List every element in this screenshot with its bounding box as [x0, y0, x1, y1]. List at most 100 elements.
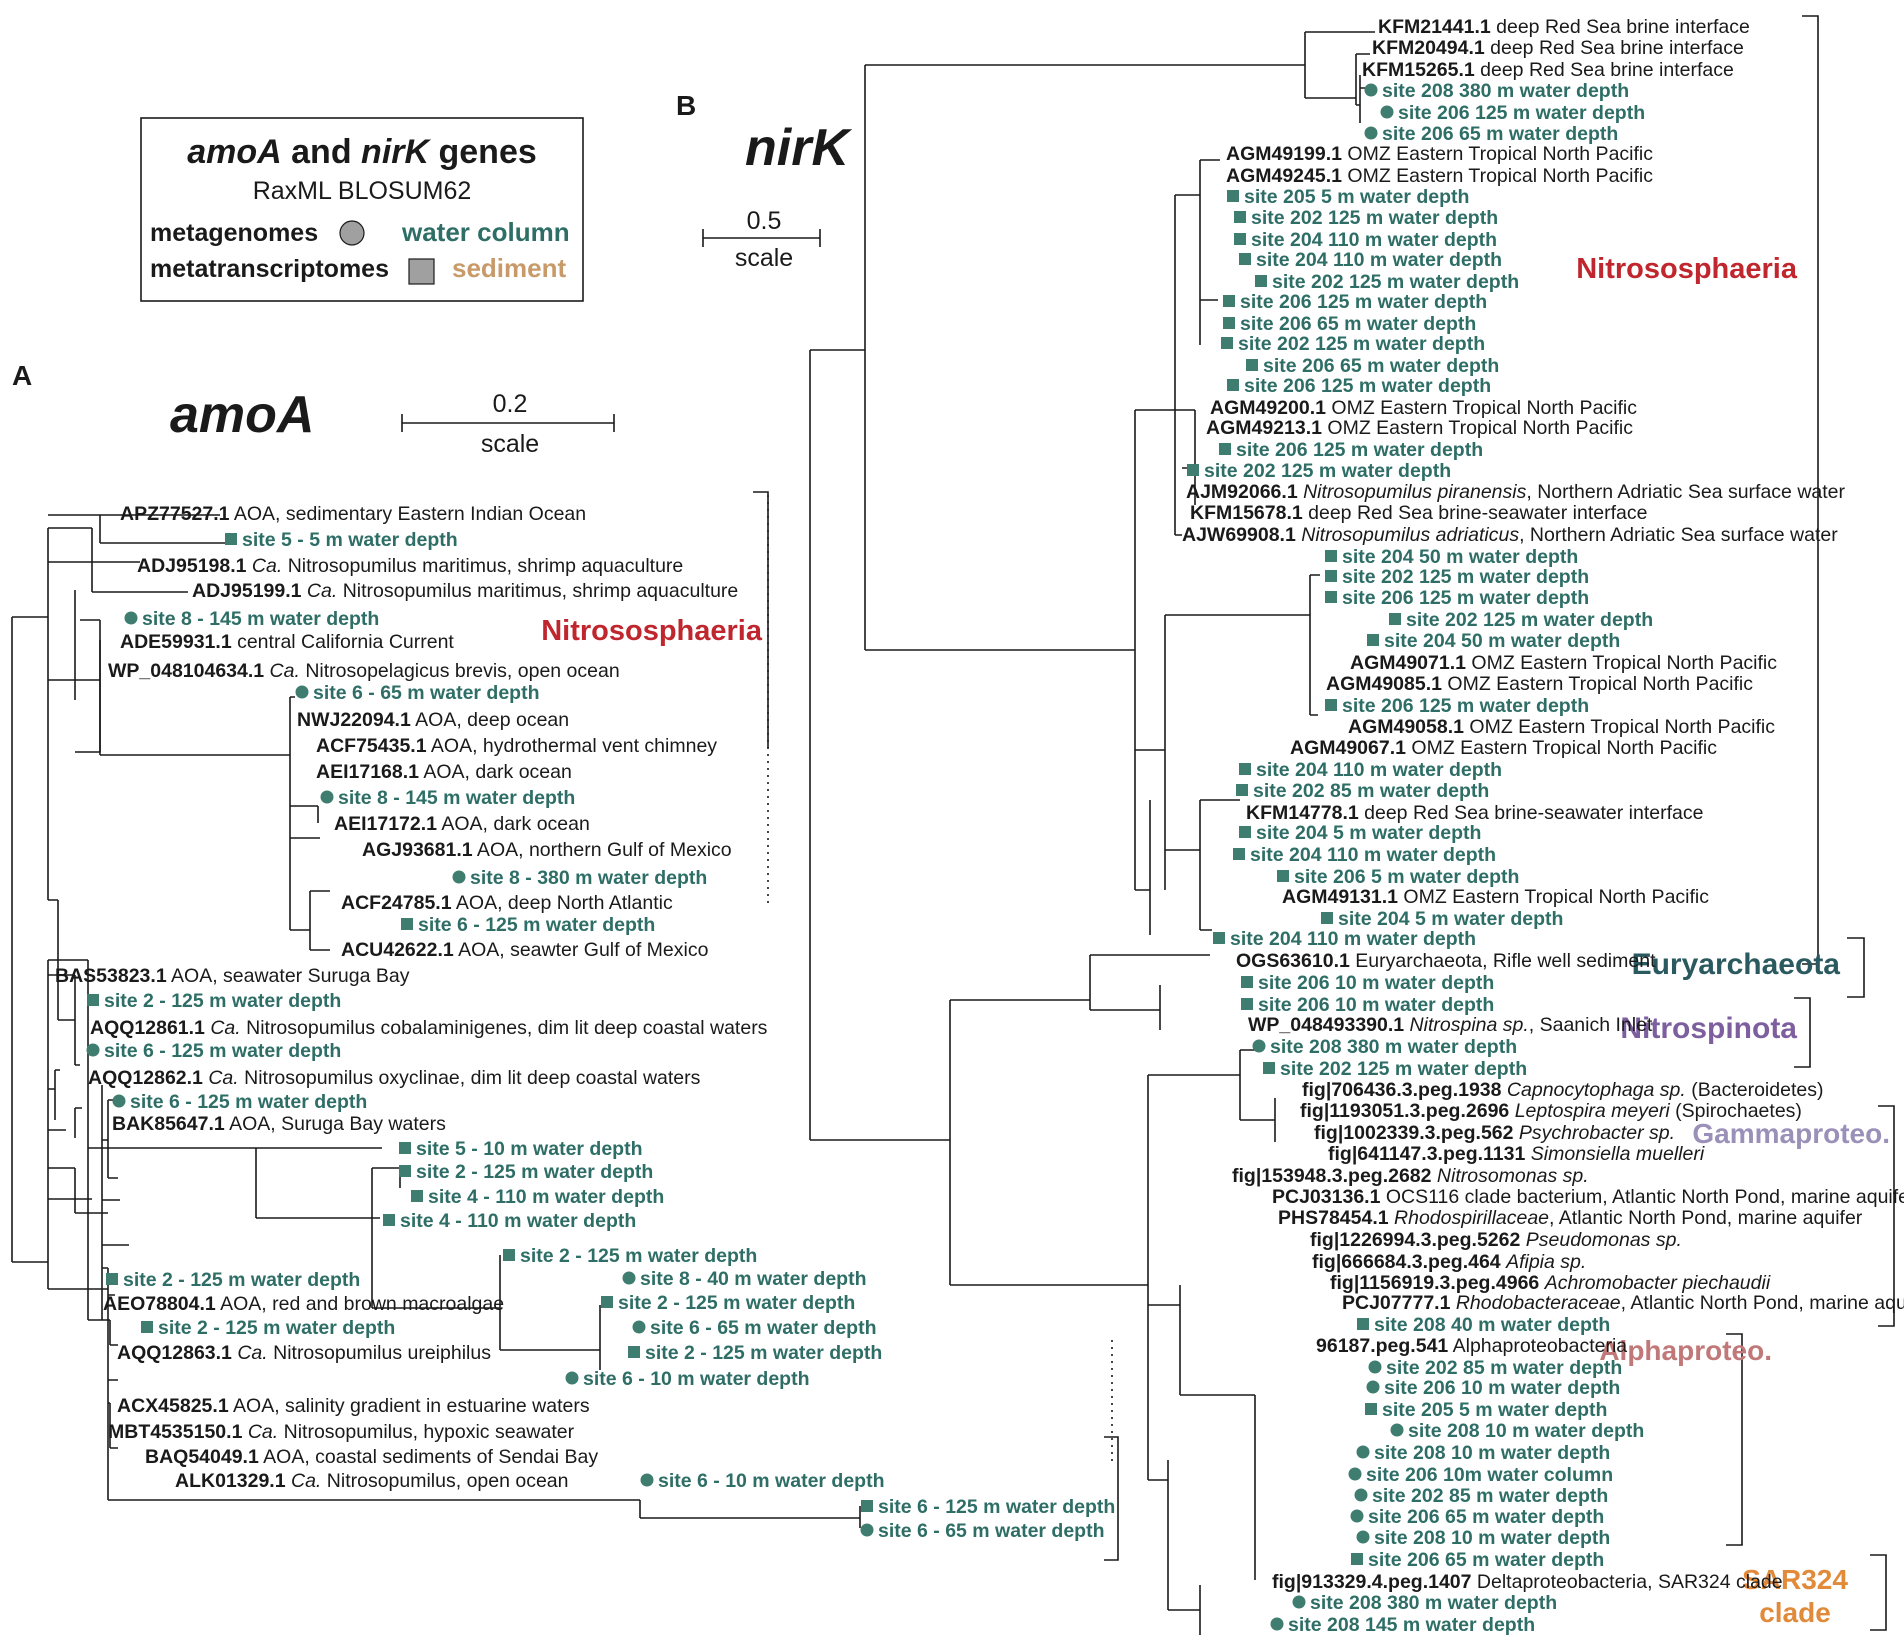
panel-b-leaf-50-accession: fig|706436.3.peg.1938	[1302, 1079, 1502, 1101]
panel-a-leaf-14: site 8 - 380 m water depth	[470, 867, 707, 889]
panel-b-leaf-67-circle-icon	[1356, 1445, 1370, 1459]
panel-b-leaf-0: KFM21441.1 deep Red Sea brine interface	[1378, 16, 1750, 38]
panel-a-leaf-2-desc-1: Ca.	[252, 555, 282, 577]
legend-box	[140, 117, 584, 302]
panel-b-leaf-60-accession: PCJ07777.1	[1342, 1292, 1451, 1314]
panel-b-leaf-41-accession: AGM49131.1	[1282, 886, 1398, 908]
panel-a-leaf-28: site 4 - 110 m water depth	[400, 1210, 636, 1232]
panel-a-leaf-6-desc-1: Ca.	[270, 660, 300, 682]
panel-b-leaf-51-accession: fig|1193051.3.peg.2696	[1300, 1100, 1509, 1122]
panel-a-leaf-43: site 6 - 10 m water depth	[658, 1470, 885, 1492]
panel-b-leaf-19-accession: AGM49213.1	[1206, 417, 1322, 439]
panel-b-leaf-33-accession: AGM49058.1	[1348, 716, 1464, 738]
panel-a-leaf-3-desc-1: Ca.	[307, 580, 337, 602]
panel-b-leaf-17-square-icon	[1227, 379, 1239, 391]
panel-b-leaf-30: AGM49071.1 OMZ Eastern Tropical North Pa…	[1350, 652, 1777, 674]
panel-a-tree: Nitrososphaeria APZ77527.1 AOA, sediment…	[11, 491, 1115, 1542]
panel-b-leaf-28: site 202 125 m water depth	[1406, 609, 1653, 631]
panel-b-tree: Nitrososphaeria Euryarchaeota Nitrospino…	[809, 15, 1904, 1636]
panel-b-leaf-44-desc-0: Euryarchaeota, Rifle well sediment	[1350, 950, 1656, 972]
panel-a-leaf-35: site 2 - 125 m water depth	[618, 1292, 855, 1314]
panel-b-leaf-56-desc-1: Rhodospirillaceae	[1394, 1207, 1549, 1229]
panel-a-leaf-44-square-icon	[861, 1500, 873, 1512]
panel-b-leaf-53-desc-1: Simonsiella muelleri	[1531, 1143, 1705, 1165]
panel-b-bracket-nitrospinota	[1794, 997, 1811, 1068]
panel-a-leaf-39-desc-0: AOA, salinity gradient in estuarine wate…	[229, 1395, 590, 1417]
panel-b-leaf-20-square-icon	[1219, 443, 1231, 455]
panel-b-leaf-18-accession: AGM49200.1	[1210, 397, 1326, 419]
panel-b-leaf-63: site 202 85 m water depth	[1386, 1357, 1622, 1379]
panel-b-leaf-47: WP_048493390.1 Nitrospina sp., Saanich I…	[1248, 1014, 1653, 1036]
panel-b-leaf-11-square-icon	[1239, 253, 1251, 265]
legend-title-amoA: amoA	[187, 133, 281, 171]
panel-b-leaf-24: AJW69908.1 Nitrosopumilus adriaticus, No…	[1182, 524, 1838, 546]
panel-a-leaf-17-desc-0: AOA, seawter Gulf of Mexico	[454, 939, 709, 961]
panel-b-leaf-8-square-icon	[1227, 190, 1239, 202]
panel-b-leaf-33-desc-0: OMZ Eastern Tropical North Pacific	[1464, 716, 1775, 738]
panel-b-leaf-0-accession: KFM21441.1	[1378, 16, 1491, 38]
panel-b-leaf-69: site 202 85 m water depth	[1372, 1485, 1608, 1507]
panel-a-leaf-37: AQQ12863.1 Ca. Nitrosopumilus ureiphilus	[117, 1342, 491, 1364]
panel-a-leaf-12-accession: AEI17172.1	[334, 813, 437, 835]
panel-b-leaf-36-square-icon	[1236, 784, 1248, 796]
panel-b-leaf-5-circle-icon	[1364, 126, 1378, 140]
panel-a-leaf-1-square-icon	[225, 533, 237, 545]
panel-b-leaf-34: AGM49067.1 OMZ Eastern Tropical North Pa…	[1290, 737, 1717, 759]
panel-a-leaf-18: BAS53823.1 AOA, seawater Suruga Bay	[55, 965, 410, 987]
panel-b-leaf-42: site 204 5 m water depth	[1338, 908, 1563, 930]
panel-b-clade-euryarchaeota: Euryarchaeota	[1632, 948, 1841, 981]
panel-b-leaf-66: site 208 10 m water depth	[1408, 1420, 1644, 1442]
panel-b-leaf-16-square-icon	[1246, 359, 1258, 371]
panel-b-leaf-31-accession: AGM49085.1	[1326, 673, 1442, 695]
panel-b-leaf-29-square-icon	[1367, 634, 1379, 646]
panel-a-leaf-15-accession: ACF24785.1	[341, 892, 452, 914]
panel-b-leaf-35: site 204 110 m water depth	[1256, 759, 1502, 781]
panel-a-leaf-34: site 6 - 65 m water depth	[650, 1317, 877, 1339]
panel-a-leaf-27-square-icon	[411, 1190, 423, 1202]
panel-b-leaf-24-accession: AJW69908.1	[1182, 524, 1296, 546]
panel-b-leaf-37: KFM14778.1 deep Red Sea brine-seawater i…	[1246, 802, 1703, 824]
panel-b-header: B nirK 0.5 scale	[676, 90, 852, 272]
panel-b-leaf-0-desc-0: deep Red Sea brine interface	[1491, 16, 1750, 38]
panel-a-leaf-30-square-icon	[106, 1273, 118, 1285]
panel-a-leaf-36-square-icon	[628, 1346, 640, 1358]
panel-a-leaf-22-desc-1: Ca.	[208, 1067, 238, 1089]
panel-b-leaf-27: site 206 125 m water depth	[1342, 587, 1589, 609]
panel-b-leaf-68-circle-icon	[1348, 1467, 1362, 1481]
panel-b-leaf-45: site 206 10 m water depth	[1258, 972, 1494, 994]
panel-a-leaf-3: ADJ95199.1 Ca. Nitrosopumilus maritimus,…	[192, 580, 738, 602]
panel-a-leaf-2-accession: ADJ95198.1	[137, 555, 247, 577]
panel-b-leaf-57: fig|1226994.3.peg.5262 Pseudomonas sp.	[1310, 1229, 1682, 1251]
panel-b-leaf-62-accession: 96187.peg.541	[1316, 1335, 1448, 1357]
panel-b-leaf-18: AGM49200.1 OMZ Eastern Tropical North Pa…	[1210, 397, 1637, 419]
panel-a-leaf-44: site 6 - 125 m water depth	[878, 1496, 1115, 1518]
panel-b-leaf-3: site 208 380 m water depth	[1382, 80, 1629, 102]
panel-b-leaf-10-square-icon	[1234, 233, 1246, 245]
panel-b-leaf-22-desc-2: , Northern Adriatic Sea surface water	[1526, 481, 1845, 503]
panel-a-subclade-branches	[48, 514, 601, 1370]
panel-b-leaf-59-desc-1: Achromobacter piechaudii	[1544, 1272, 1771, 1294]
panel-b-leaf-54: fig|153948.3.peg.2682 Nitrosomonas sp.	[1232, 1165, 1589, 1187]
panel-b-bracket-gammaproteo	[1878, 1105, 1895, 1327]
panel-b-clade-nitrososphaeria: Nitrososphaeria	[1576, 253, 1798, 285]
panel-a-leaf-42: ALK01329.1 Ca. Nitrosopumilus, open ocea…	[175, 1470, 569, 1492]
panel-a-gene-title: amoA	[170, 386, 314, 444]
panel-b-leaf-38-square-icon	[1239, 826, 1251, 838]
panel-a-leaf-37-accession: AQQ12863.1	[117, 1342, 232, 1364]
panel-b-leaf-48-circle-icon	[1252, 1039, 1266, 1053]
panel-b-leaf-33: AGM49058.1 OMZ Eastern Tropical North Pa…	[1348, 716, 1775, 738]
panel-b-leaf-7: AGM49245.1 OMZ Eastern Tropical North Pa…	[1226, 165, 1653, 187]
panel-a-leaf-0: APZ77527.1 AOA, sedimentary Eastern Indi…	[120, 503, 586, 525]
panel-a-leaf-41: BAQ54049.1 AOA, coastal sediments of Sen…	[145, 1446, 598, 1468]
panel-a-leaf-30: site 2 - 125 m water depth	[123, 1269, 360, 1291]
panel-a-header: A amoA 0.2 scale	[12, 360, 615, 458]
panel-a-leaf-21-circle-icon	[86, 1043, 100, 1057]
panel-b-leaf-71-circle-icon	[1356, 1530, 1370, 1544]
legend: amoA and nirK genes RaxML BLOSUM62 metag…	[140, 117, 584, 302]
panel-a-leaf-29: site 2 - 125 m water depth	[520, 1245, 757, 1267]
panel-b-leaf-46-square-icon	[1241, 998, 1253, 1010]
panel-b-scale-label: scale	[735, 244, 793, 272]
panel-a-leaf-20-desc-2: Nitrosopumilus cobalaminigenes, dim lit …	[241, 1017, 768, 1039]
panel-b-leaf-55: PCJ03136.1 OCS116 clade bacterium, Atlan…	[1272, 1186, 1904, 1208]
